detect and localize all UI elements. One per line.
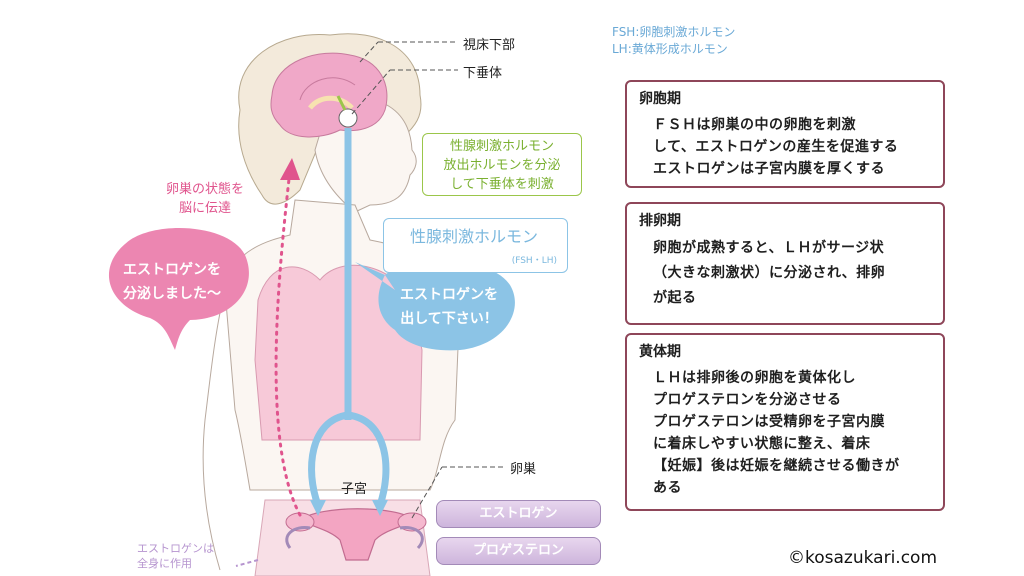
follicular-title: 卵胞期 bbox=[639, 91, 681, 107]
gonadotropin-title: 性腺刺激ホルモン bbox=[410, 227, 539, 246]
gonadotropin-sub: (FSH・LH) bbox=[511, 256, 557, 266]
follicular-body: ＦＳＨは卵巣の中の卵胞を刺激 して、エストロゲンの産生を促進する エストロゲンは… bbox=[653, 117, 899, 177]
blue-bubble-text: エストロゲンを 出して下さい！ bbox=[400, 287, 498, 327]
estrogen-whole-body-label: エストロゲンは 全身に作用 bbox=[137, 542, 214, 570]
ovulatory-title: 排卵期 bbox=[639, 213, 681, 229]
estrogen-pill: エストロゲン bbox=[436, 500, 601, 528]
luteal-phase-box: 黄体期 ＬＨは排卵後の卵胞を黄体化し プロゲステロンを分泌させる プロゲステロン… bbox=[625, 333, 945, 511]
ovulatory-phase-box: 排卵期 卵胞が成熟すると、ＬＨがサージ状 （大きな刺激状）に分泌され、排卵 が起… bbox=[625, 202, 945, 325]
brain bbox=[270, 52, 388, 138]
ovary-to-brain-label: 卵巣の状態を 脳に伝達 bbox=[166, 182, 245, 216]
gonadotropin-box: 性腺刺激ホルモン (FSH・LH) bbox=[383, 218, 568, 273]
uterus-label: 子宮 bbox=[341, 482, 368, 497]
legend-fsh: FSH:卵胞刺激ホルモン bbox=[612, 25, 736, 39]
progesterone-pill: プロゲステロン bbox=[436, 537, 601, 565]
blue-bubble bbox=[355, 261, 515, 351]
uterus-drawing bbox=[298, 508, 417, 561]
pink-bubble-text: エストロゲンを 分泌しました～ bbox=[123, 262, 221, 302]
luteal-body: ＬＨは排卵後の卵胞を黄体化し プロゲステロンを分泌させる プロゲステロンは受精卵… bbox=[653, 370, 900, 496]
copyright: ©kosazukari.com bbox=[788, 548, 937, 568]
legend-lh: LH:黄体形成ホルモン bbox=[612, 42, 728, 56]
ovulatory-body: 卵胞が成熟すると、ＬＨがサージ状 （大きな刺激状）に分泌され、排卵 が起る bbox=[653, 240, 886, 306]
pink-bubble bbox=[108, 228, 249, 350]
hormone-legend: FSH:卵胞刺激ホルモン LH:黄体形成ホルモン bbox=[612, 24, 735, 58]
pituitary-label: 下垂体 bbox=[463, 66, 503, 81]
follicular-phase-box: 卵胞期 ＦＳＨは卵巣の中の卵胞を刺激 して、エストロゲンの産生を促進する エスト… bbox=[625, 80, 945, 188]
ovary-label: 卵巣 bbox=[510, 462, 537, 477]
hypothalamus-label: 視床下部 bbox=[463, 38, 516, 53]
gnrh-box: 性腺刺激ホルモン 放出ホルモンを分泌 して下垂体を刺激 bbox=[422, 133, 582, 196]
luteal-title: 黄体期 bbox=[639, 344, 681, 360]
